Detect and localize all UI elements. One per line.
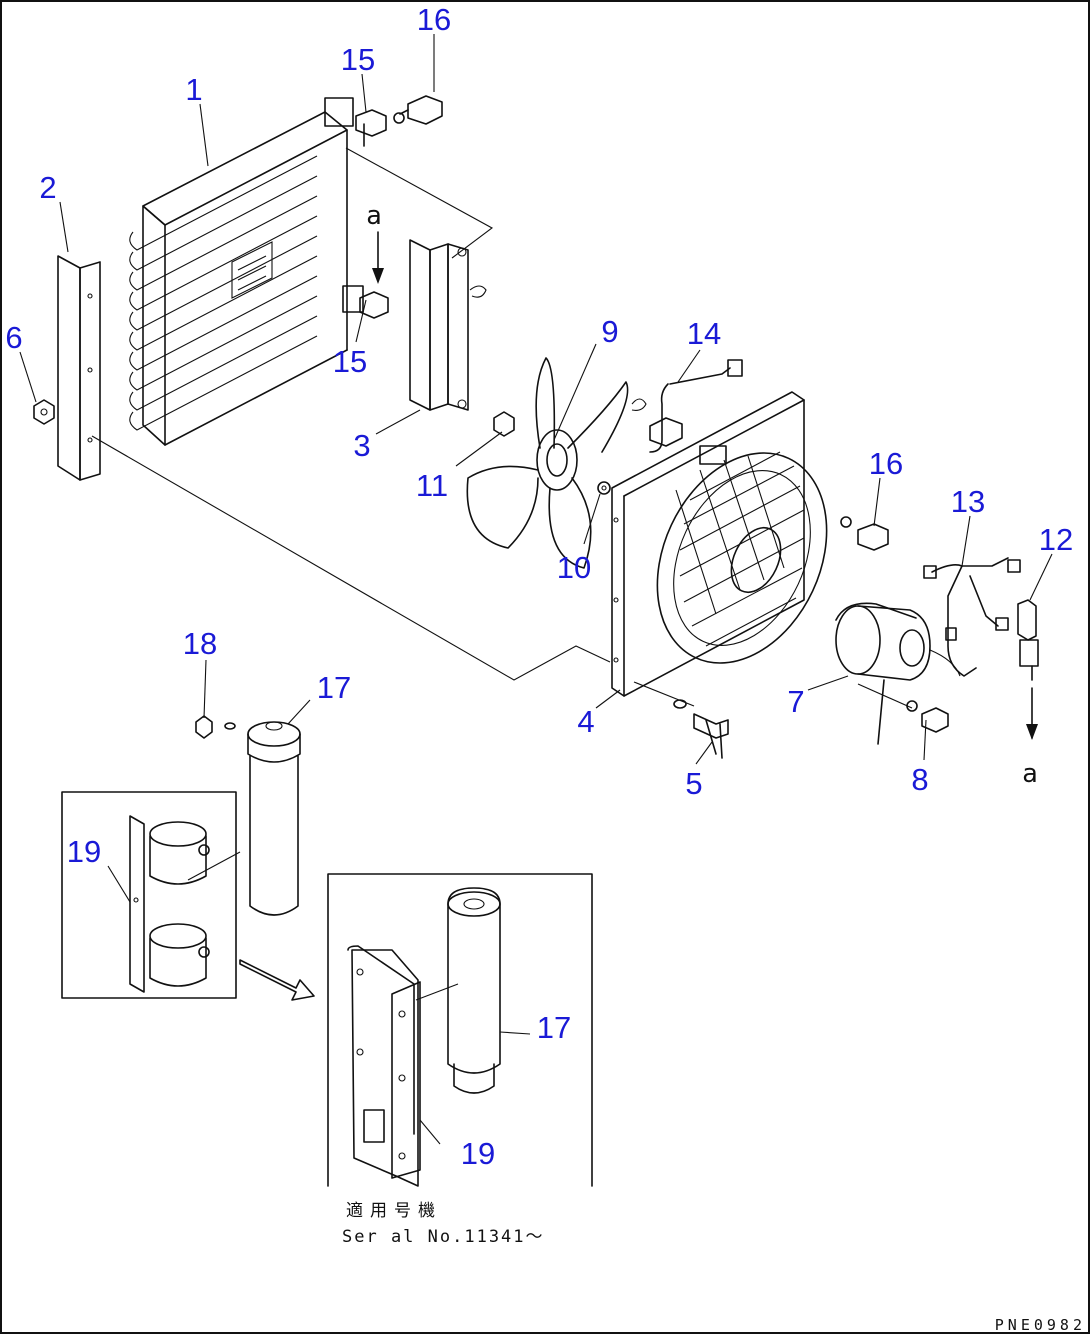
arrow-down-lower [1026, 687, 1038, 740]
condenser-part-1 [129, 97, 364, 446]
sensor-part-12 [1017, 599, 1039, 681]
transition-arrow [239, 959, 315, 1001]
serial-note-japanese: 適用号機 [346, 1201, 442, 1221]
drawing-code: PNE0982 [995, 1316, 1086, 1334]
leader-lines [19, 34, 1053, 1145]
bracket-part-3 [409, 239, 487, 411]
callout-19-upper: 19 [67, 834, 101, 869]
callout-7: 7 [787, 684, 804, 719]
arrow-down-upper [372, 231, 384, 284]
callout-4: 4 [577, 704, 594, 739]
fitting-15-upper [355, 109, 387, 147]
callout-2: 2 [39, 170, 56, 205]
callout-18: 18 [183, 626, 217, 661]
connection-mark-a-lower: a [1022, 759, 1038, 789]
callout-12: 12 [1039, 522, 1073, 557]
callout-15-lower: 15 [333, 344, 367, 379]
inset-clamp-bracket [61, 791, 241, 999]
fitting-15-lower [359, 291, 389, 319]
washer-part-10 [597, 481, 611, 495]
inset-bracket-new [327, 873, 593, 1187]
harness-part-13 [923, 557, 1021, 677]
receiver-part-17 [247, 721, 301, 916]
fan-part-9 [466, 357, 629, 569]
nut-part-6 [33, 399, 55, 425]
motor-part-7 [835, 602, 961, 745]
callout-17-lower: 17 [537, 1010, 571, 1045]
callout-1: 1 [185, 72, 202, 107]
callout-6: 6 [5, 320, 22, 355]
callout-19-lower: 19 [461, 1136, 495, 1171]
callout-14: 14 [687, 316, 721, 351]
callout-16-lower: 16 [869, 446, 903, 481]
callout-8: 8 [911, 762, 928, 797]
callout-9: 9 [601, 314, 618, 349]
callouts: 1 2 3 4 5 6 7 8 9 10 11 12 13 14 15 15 1… [5, 2, 1073, 1171]
assembly-lines [91, 147, 913, 709]
bolt-16-lower [840, 516, 889, 551]
callout-17-upper: 17 [317, 670, 351, 705]
bolt-part-5 [673, 699, 729, 759]
serial-note-number: Ser al No.11341〜 [342, 1227, 545, 1247]
cap-part-18 [195, 715, 236, 739]
callout-10: 10 [557, 550, 591, 585]
harness-part-14 [631, 359, 743, 453]
callout-13: 13 [951, 484, 985, 519]
callout-3: 3 [353, 428, 370, 463]
connection-mark-a-upper: a [366, 201, 382, 231]
callout-16-upper: 16 [417, 2, 451, 37]
bolt-16-upper [393, 95, 443, 125]
callout-5: 5 [685, 766, 702, 801]
shroud-part-4 [611, 391, 828, 697]
callout-11: 11 [416, 468, 448, 503]
bolt-part-8 [906, 700, 949, 733]
bracket-part-2 [57, 255, 101, 481]
callout-15-upper: 15 [341, 42, 375, 77]
nut-part-11 [493, 411, 515, 437]
